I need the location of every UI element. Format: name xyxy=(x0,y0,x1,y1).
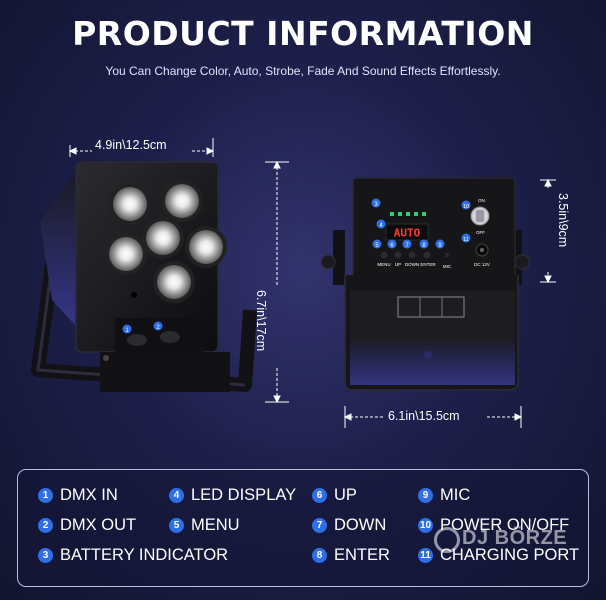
legend-label: BATTERY INDICATOR xyxy=(60,546,229,564)
dim-arrow-front-height xyxy=(265,160,289,404)
front-width-label: 4.9in\12.5cm xyxy=(95,138,167,152)
page-subtitle: You Can Change Color, Auto, Strobe, Fade… xyxy=(105,64,501,78)
legend-item-charging-port: 11 CHARGING PORT xyxy=(418,546,579,565)
legend-number-badge: 1 xyxy=(38,488,53,503)
svg-text:11: 11 xyxy=(463,237,469,243)
legend-label: LED DISPLAY xyxy=(191,486,297,504)
legend-label: DMX IN xyxy=(60,486,118,504)
legend-item-dmx-in: 1 DMX IN xyxy=(38,486,118,505)
watermark-logo-icon xyxy=(434,527,460,553)
legend-number-badge: 2 xyxy=(38,518,53,533)
legend-label: CHARGING PORT xyxy=(440,546,580,564)
back-mic-label: MIC xyxy=(443,264,452,269)
legend-number-badge: 9 xyxy=(418,488,433,503)
dim-arrow-back-height xyxy=(540,178,556,284)
legend-label: MENU xyxy=(191,516,240,534)
legend-item-enter: 8 ENTER xyxy=(312,546,390,565)
legend-item-down: 7 DOWN xyxy=(312,516,386,535)
svg-text:1: 1 xyxy=(125,328,129,334)
legend-item-led-display: 4 LED DISPLAY xyxy=(169,486,296,505)
legend-number-badge: 10 xyxy=(418,518,433,533)
feature-legend: 1 DMX IN 2 DMX OUT 3 BATTERY INDICATOR 4… xyxy=(17,469,589,587)
back-button-down-label: DOWN xyxy=(405,262,419,267)
legend-label: ENTER xyxy=(334,546,390,564)
back-height-label: 3.5in\9cm xyxy=(556,193,570,248)
front-height-label: 6.7in\17cm xyxy=(254,290,268,352)
front-led-array xyxy=(105,180,227,303)
svg-text:3: 3 xyxy=(374,202,378,208)
svg-text:2: 2 xyxy=(156,325,160,331)
legend-item-power-on-off: 10 POWER ON/OFF xyxy=(418,516,569,535)
back-fixture: 3 4 AUTO 5 6 7 8 9 ME xyxy=(320,177,530,391)
front-base xyxy=(100,352,230,392)
legend-item-menu: 5 MENU xyxy=(169,516,240,535)
back-button-enter-label: ENTER xyxy=(420,262,436,267)
svg-text:7: 7 xyxy=(405,243,409,249)
legend-item-battery-indicator: 3 BATTERY INDICATOR xyxy=(38,546,228,565)
legend-number-badge: 6 xyxy=(312,488,327,503)
legend-item-up: 6 UP xyxy=(312,486,357,505)
back-led-display: AUTO xyxy=(394,227,421,240)
svg-text:10: 10 xyxy=(463,204,469,210)
legend-number-badge: 4 xyxy=(169,488,184,503)
legend-number-badge: 7 xyxy=(312,518,327,533)
dim-arrow-front-width xyxy=(68,138,215,157)
svg-text:8: 8 xyxy=(422,243,426,249)
legend-number-badge: 11 xyxy=(418,548,433,563)
legend-label: DOWN xyxy=(334,516,387,534)
back-button-up-label: UP xyxy=(395,262,401,267)
front-dmx-ports: 1 2 xyxy=(115,318,203,354)
legend-label: UP xyxy=(334,486,357,504)
back-dc-label: DC 12V xyxy=(474,262,490,267)
legend-number-badge: 8 xyxy=(312,548,327,563)
back-width-label: 6.1in\15.5cm xyxy=(388,409,460,423)
legend-number-badge: 3 xyxy=(38,548,53,563)
svg-text:9: 9 xyxy=(438,243,442,249)
back-power-off-label: OFF xyxy=(476,230,485,235)
legend-label: POWER ON/OFF xyxy=(440,516,570,534)
watermark-text: DJ BÖRZE xyxy=(462,527,568,549)
back-power-on-label: ON xyxy=(478,198,485,203)
svg-text:4: 4 xyxy=(379,223,383,229)
svg-text:6: 6 xyxy=(390,243,394,249)
legend-number-badge: 5 xyxy=(169,518,184,533)
legend-label: MIC xyxy=(440,486,471,504)
page-title: PRODUCT INFORMATION xyxy=(72,14,534,53)
product-illustration: 1 2 3 xyxy=(31,138,556,428)
legend-item-dmx-out: 2 DMX OUT xyxy=(38,516,136,535)
dim-arrow-back-width xyxy=(343,406,523,428)
back-button-menu-label: MENU xyxy=(377,262,390,267)
svg-text:5: 5 xyxy=(375,243,379,249)
legend-label: DMX OUT xyxy=(60,516,137,534)
legend-item-mic: 9 MIC xyxy=(418,486,470,505)
